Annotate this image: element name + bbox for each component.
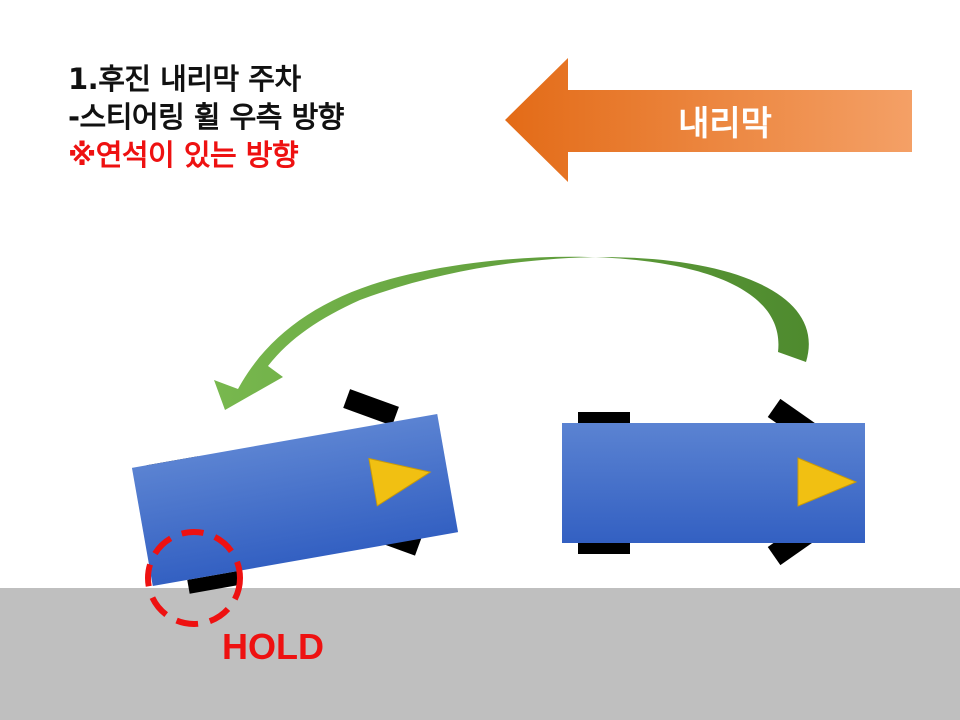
downhill-label: 내리막	[678, 103, 772, 144]
rear-right-tire	[578, 542, 630, 554]
rear-right-tire	[187, 570, 241, 594]
title-line-3: ※연석이 있는 방향	[68, 138, 299, 172]
downhill-direction-arrow	[505, 58, 912, 182]
heading-marker-icon	[368, 457, 432, 507]
instruction-text: 1.후진 내리막 주차 -스티어링 휠 우측 방향 ※연석이 있는 방향	[68, 60, 344, 174]
heading-marker-icon	[797, 457, 858, 507]
car-body	[131, 413, 459, 587]
curb-area	[0, 588, 960, 720]
curved-maneuver-arrow	[214, 256, 809, 410]
rear-left-tire	[578, 412, 630, 424]
hold-wheel-circle	[145, 529, 243, 627]
starting-car	[562, 398, 865, 566]
hold-label: HOLD	[222, 626, 324, 667]
title-line-2: -스티어링 휠 우측 방향	[68, 100, 344, 134]
front-left-tire	[343, 389, 399, 426]
parked-car	[131, 389, 459, 594]
title-line-1: 1.후진 내리막 주차	[68, 62, 301, 96]
